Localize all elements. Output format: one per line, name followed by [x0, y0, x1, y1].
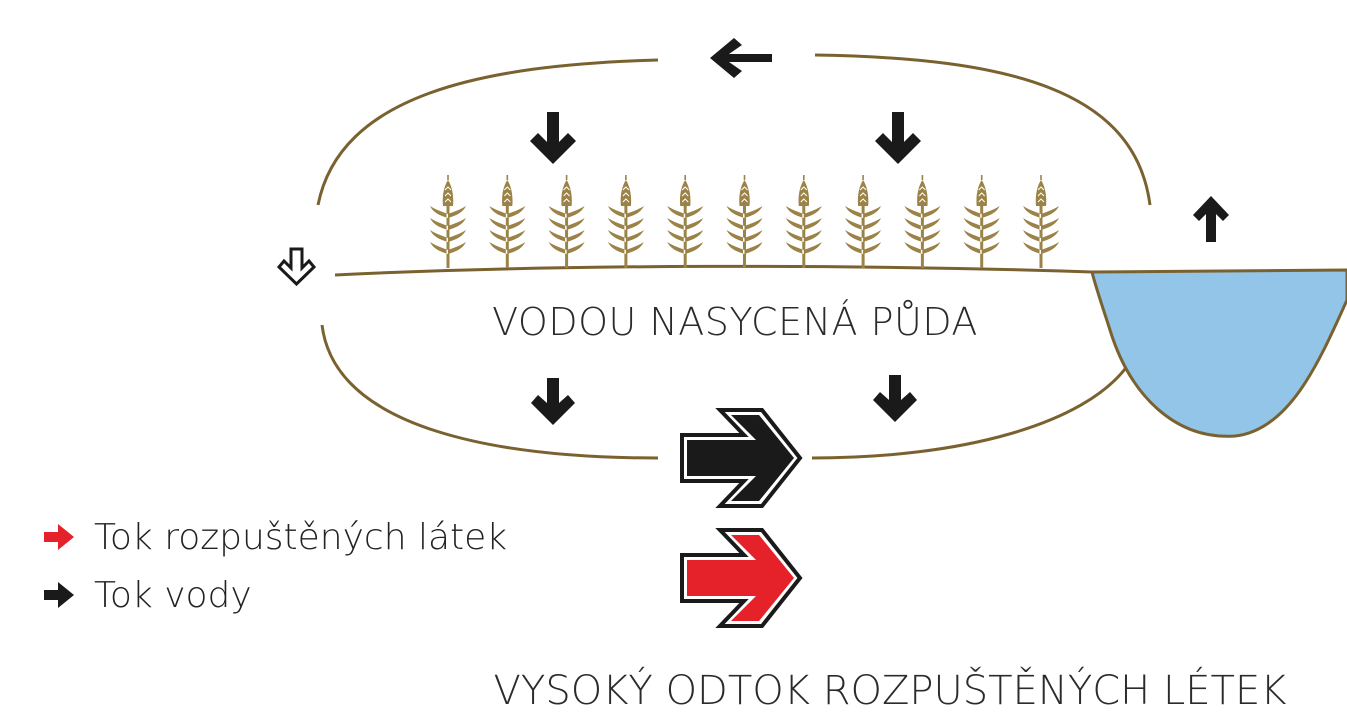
wheat-plant-icon [667, 175, 704, 268]
wheat-plant-icon [963, 175, 1000, 268]
down-arrow-icon [873, 375, 917, 422]
down-arrow-icon [531, 378, 575, 425]
pond [1090, 268, 1347, 438]
wheat-plant-icon [548, 175, 585, 268]
legend-label: Tok vody [94, 574, 252, 616]
wheat-plant-icon [904, 175, 941, 268]
wheat-plant-icon [785, 175, 822, 268]
wheat-plant-icon [489, 175, 526, 268]
legend-item-water: Tok vody [42, 566, 507, 624]
wheat-plant-icon [430, 175, 466, 268]
black-right-arrow-icon [44, 582, 74, 608]
wheat-plant-icon [726, 175, 763, 268]
down-arrow-icon [875, 112, 921, 164]
legend-label: Tok rozpuštěných látek [94, 516, 508, 558]
solute-flow-arrow [680, 528, 803, 628]
caption: VYSOKÝ ODTOK ROZPUŠTĚNÝCH LÉTEK [493, 668, 1287, 714]
left-arrow-icon [710, 38, 772, 78]
wheat-plant-icon [607, 175, 644, 268]
red-right-arrow-icon [44, 524, 74, 550]
plant-row [430, 175, 1059, 268]
cycle-arc-lower-right [811, 364, 1130, 460]
legend: Tok rozpuštěných látek Tok vody [42, 508, 507, 624]
cycle-arc-upper-left [316, 58, 659, 206]
cycle-arc-lower-left [320, 324, 659, 460]
legend-item-solute: Tok rozpuštěných látek [42, 508, 507, 566]
ground-line [334, 264, 1093, 277]
down-arrow-icon [530, 112, 576, 164]
cycle-arc-upper-right [814, 53, 1152, 206]
water-flow-arrow [680, 408, 803, 508]
wheat-plant-icon [845, 175, 882, 268]
wheat-plant-icon [1023, 175, 1059, 268]
up-arrow-icon [1193, 196, 1229, 242]
soil-label: VODOU NASYCENÁ PŮDA [492, 300, 978, 344]
outline-down-arrow-icon [276, 247, 317, 287]
